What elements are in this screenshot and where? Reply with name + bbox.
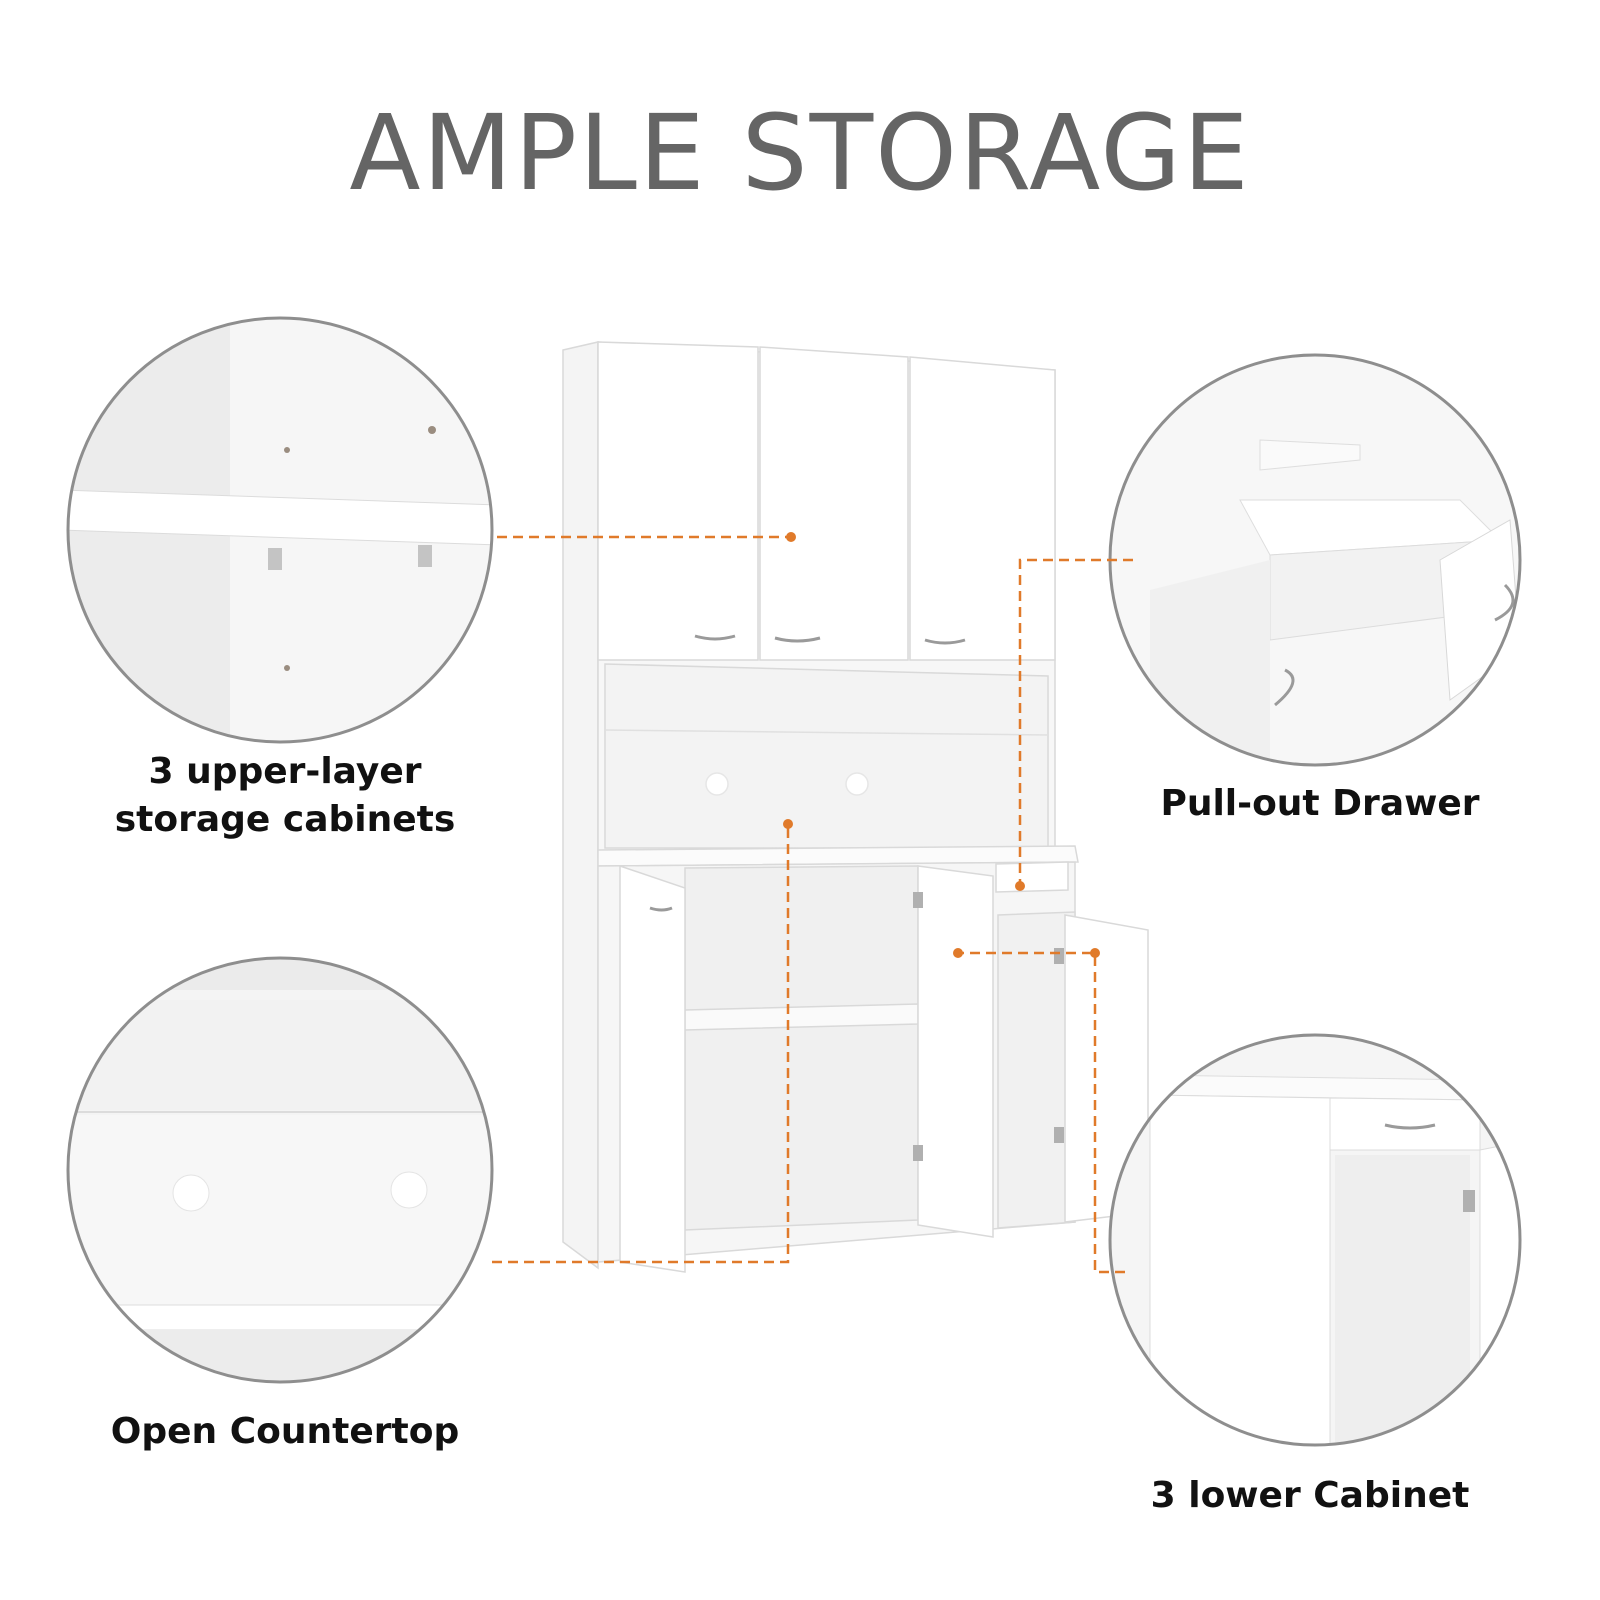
- callout-line-lower-cabinet: [958, 951, 1125, 1274]
- drawer-front: [995, 861, 1069, 893]
- pull-out-drawer-detail-circle: [1108, 353, 1522, 767]
- cord-hole-left: [705, 772, 729, 796]
- hinge-icon: [1054, 948, 1064, 964]
- hinge-icon: [913, 1145, 923, 1161]
- callout-dot-open-countertop: [783, 819, 793, 829]
- lower-cabinet-caption: 3 lower Cabinet: [1150, 1475, 1470, 1516]
- pull-out-drawer-caption: Pull-out Drawer: [1160, 783, 1480, 824]
- cord-hole-right: [845, 772, 869, 796]
- lower-door-handle: [649, 906, 673, 912]
- right-lower-interior: [997, 911, 1076, 1229]
- upper-door-left: [597, 341, 759, 661]
- upper-handle-right: [924, 638, 966, 645]
- callout-dot-lower-cabinet-b: [1090, 948, 1100, 958]
- lower-cabinet-detail-circle: [1108, 1033, 1522, 1447]
- upper-cabinets-caption-line1: 3 upper-layer: [148, 751, 422, 792]
- upper-handle-left: [694, 634, 736, 641]
- upper-door-middle: [759, 346, 909, 661]
- lower-interior: [684, 865, 919, 1231]
- kitchen-cabinet: [562, 341, 1149, 1273]
- open-hutch-back: [604, 663, 1049, 849]
- upper-cabinets-caption-line2: storage cabinets: [114, 799, 456, 840]
- page-title: AMPLE STORAGE: [349, 92, 1251, 214]
- open-countertop-caption: Open Countertop: [110, 1411, 460, 1452]
- open-countertop-detail-circle: [66, 956, 494, 1384]
- hinge-icon: [1054, 1127, 1064, 1143]
- callout-dot-lower-cabinet-a: [953, 948, 963, 958]
- upper-shelf-detail-circle: [66, 316, 494, 744]
- lower-door-middle-open: [917, 865, 994, 1238]
- hutch-shelf-line: [604, 729, 1049, 736]
- upper-door-right: [909, 356, 1056, 661]
- callout-connectors: [492, 535, 1133, 1274]
- lower-door-left-open: [619, 864, 686, 1273]
- callout-line-open-countertop: [492, 825, 790, 1264]
- callout-dot-pull-out-drawer: [1015, 881, 1025, 891]
- callout-dot-upper-cabinets: [786, 532, 796, 542]
- callout-dots: [783, 532, 1100, 958]
- countertop: [597, 845, 1079, 867]
- hinge-icon: [913, 892, 923, 908]
- upper-handle-middle: [774, 636, 821, 643]
- upper-cabinets-caption: 3 upper-layer storage cabinets: [60, 748, 510, 844]
- callout-line-pull-out-drawer: [1018, 558, 1133, 885]
- cabinet-side-panel: [562, 341, 599, 1270]
